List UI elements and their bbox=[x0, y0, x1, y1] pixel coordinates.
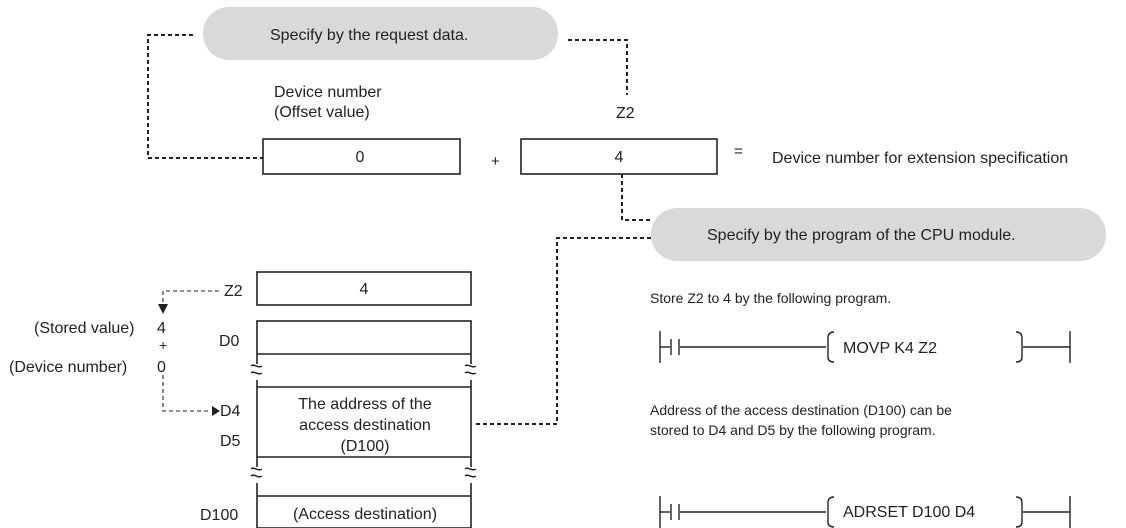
device-memory-stack bbox=[256, 320, 472, 528]
access-destination-text: (Access destination) bbox=[293, 506, 437, 523]
z2-to-program-connector bbox=[621, 174, 651, 221]
stored-value-label: (Stored value) bbox=[34, 320, 135, 337]
offset-value-box bbox=[262, 138, 461, 175]
left-break-gap-2 bbox=[252, 467, 262, 483]
ladder2-instruction-right-bracket bbox=[1015, 496, 1023, 528]
d0-register-label: D0 bbox=[219, 333, 240, 350]
d4-register-label: D4 bbox=[220, 403, 241, 420]
offset-label-line2: (Offset value) bbox=[274, 104, 370, 121]
program-callout bbox=[651, 208, 1106, 261]
right-break-gap-2 bbox=[466, 467, 476, 483]
program-note-2-line2: stored to D4 and D5 by the following pro… bbox=[650, 422, 936, 438]
request-data-callout bbox=[203, 7, 558, 60]
program-note-1: Store Z2 to 4 by the following program. bbox=[650, 290, 891, 306]
left-break-mark-2 bbox=[250, 467, 263, 478]
program-note-2-line1: Address of the access destination (D100)… bbox=[650, 402, 952, 418]
address-line2: access destination bbox=[299, 417, 431, 434]
z2-top-label: Z2 bbox=[616, 105, 635, 122]
right-break-mark-2 bbox=[464, 467, 477, 478]
program-callout-text: Specify by the program of the CPU module… bbox=[707, 227, 1016, 244]
address-line3: (D100) bbox=[341, 438, 390, 455]
d100-register-label: D100 bbox=[200, 507, 238, 524]
ladder2-instruction-left-bracket bbox=[827, 496, 835, 528]
ladder1-instruction-right-bracket bbox=[1015, 331, 1023, 363]
d4-reference-connector bbox=[162, 375, 211, 412]
right-break-gap-1 bbox=[466, 364, 476, 380]
z2-value-reference-connector bbox=[162, 290, 219, 309]
right-break-mark-1 bbox=[464, 364, 477, 375]
plus-operator: + bbox=[491, 153, 500, 170]
request-to-offset-connector bbox=[147, 34, 345, 159]
d4-arrowhead bbox=[212, 406, 220, 416]
z2-register-value: 4 bbox=[360, 281, 369, 298]
ladder1-instruction: MOVP K4 Z2 bbox=[843, 340, 937, 357]
stored-value: 4 bbox=[157, 320, 166, 337]
left-break-mark-1 bbox=[250, 364, 263, 375]
address-line1: The address of the bbox=[298, 396, 432, 413]
offset-value: 0 bbox=[356, 149, 365, 166]
equals-operator: = bbox=[734, 143, 743, 160]
ladder2-instruction: ADRSET D100 D4 bbox=[843, 504, 975, 521]
z2-register-box bbox=[256, 271, 472, 306]
result-label: Device number for extension specificatio… bbox=[772, 150, 1068, 167]
z2-value-arrowhead bbox=[158, 304, 168, 314]
left-break-gap-1 bbox=[252, 364, 262, 380]
z2-value: 4 bbox=[615, 149, 624, 166]
z2-value-box bbox=[520, 138, 718, 175]
ladder1-instruction-left-bracket bbox=[827, 331, 835, 363]
request-data-callout-text: Specify by the request data. bbox=[270, 27, 468, 44]
device-number-label: (Device number) bbox=[9, 359, 127, 376]
d5-register-label: D5 bbox=[220, 433, 241, 450]
calculation-plus: + bbox=[159, 337, 167, 353]
device-number-value: 0 bbox=[157, 359, 166, 376]
offset-label-line1: Device number bbox=[274, 84, 382, 101]
request-to-z2-connector bbox=[568, 39, 628, 95]
program-to-address-connector bbox=[476, 237, 651, 425]
z2-register-label: Z2 bbox=[224, 283, 243, 300]
